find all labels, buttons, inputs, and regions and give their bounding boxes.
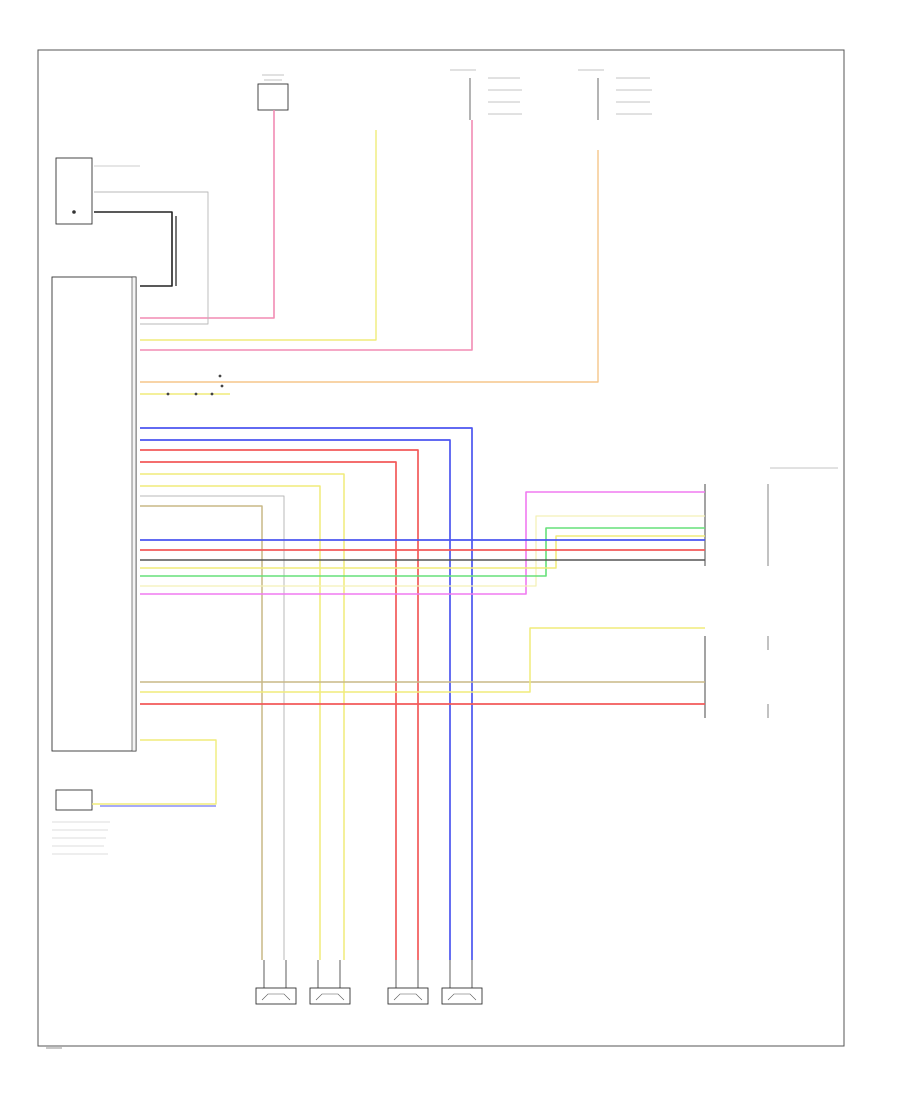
antenna-module: [55, 157, 140, 225]
wire-orange-feed: [140, 150, 599, 383]
speaker: [255, 960, 297, 1005]
connector-dot: [220, 384, 224, 388]
wire-antenna-gray: [94, 191, 209, 325]
wire-pink-power: [140, 110, 275, 319]
connector-dot: [218, 374, 222, 378]
fuse-box-left: [257, 74, 289, 111]
speaker: [387, 960, 429, 1005]
connector-dot: [166, 392, 170, 396]
wire-rr-speaker-blue-a: [140, 427, 473, 960]
wire-paleyellow-bus: [140, 515, 705, 587]
wire-green-bus: [140, 527, 705, 577]
connector-dot: [194, 392, 198, 396]
speaker-group: [255, 960, 483, 1005]
fuse-panel-mid: [450, 69, 522, 120]
wire-yellow-bus: [140, 535, 705, 569]
connector-block-upper-right: [704, 467, 838, 566]
wire-magenta-bus: [140, 491, 705, 595]
wire-lr-speaker-tan: [140, 505, 263, 960]
fuse-panel-right: [578, 69, 652, 120]
wire-rf-speaker-red-b: [140, 461, 397, 960]
speaker: [441, 960, 483, 1005]
wire-yellow-feed: [140, 130, 377, 341]
connector-block-lower-right: [704, 636, 769, 718]
wire-lf-speaker-yellow-b: [140, 485, 321, 960]
wire-lr-speaker-gray: [140, 495, 285, 960]
wire-lower-yellow: [140, 627, 705, 693]
connector-dot: [210, 392, 214, 396]
wire-lf-speaker-yellow-a: [140, 473, 345, 960]
diagram-border: [37, 49, 845, 1047]
wire-antenna-black-a: [94, 211, 173, 287]
wire-rr-speaker-blue-b: [140, 439, 451, 960]
speaker: [309, 960, 351, 1005]
bottom-left-module: [52, 789, 110, 855]
radio-unit: [51, 276, 137, 752]
wire-rf-speaker-red-a: [140, 449, 419, 960]
wire-red-feed: [140, 120, 473, 351]
wire-group: [92, 110, 705, 960]
wire-module-yellow: [92, 739, 217, 805]
